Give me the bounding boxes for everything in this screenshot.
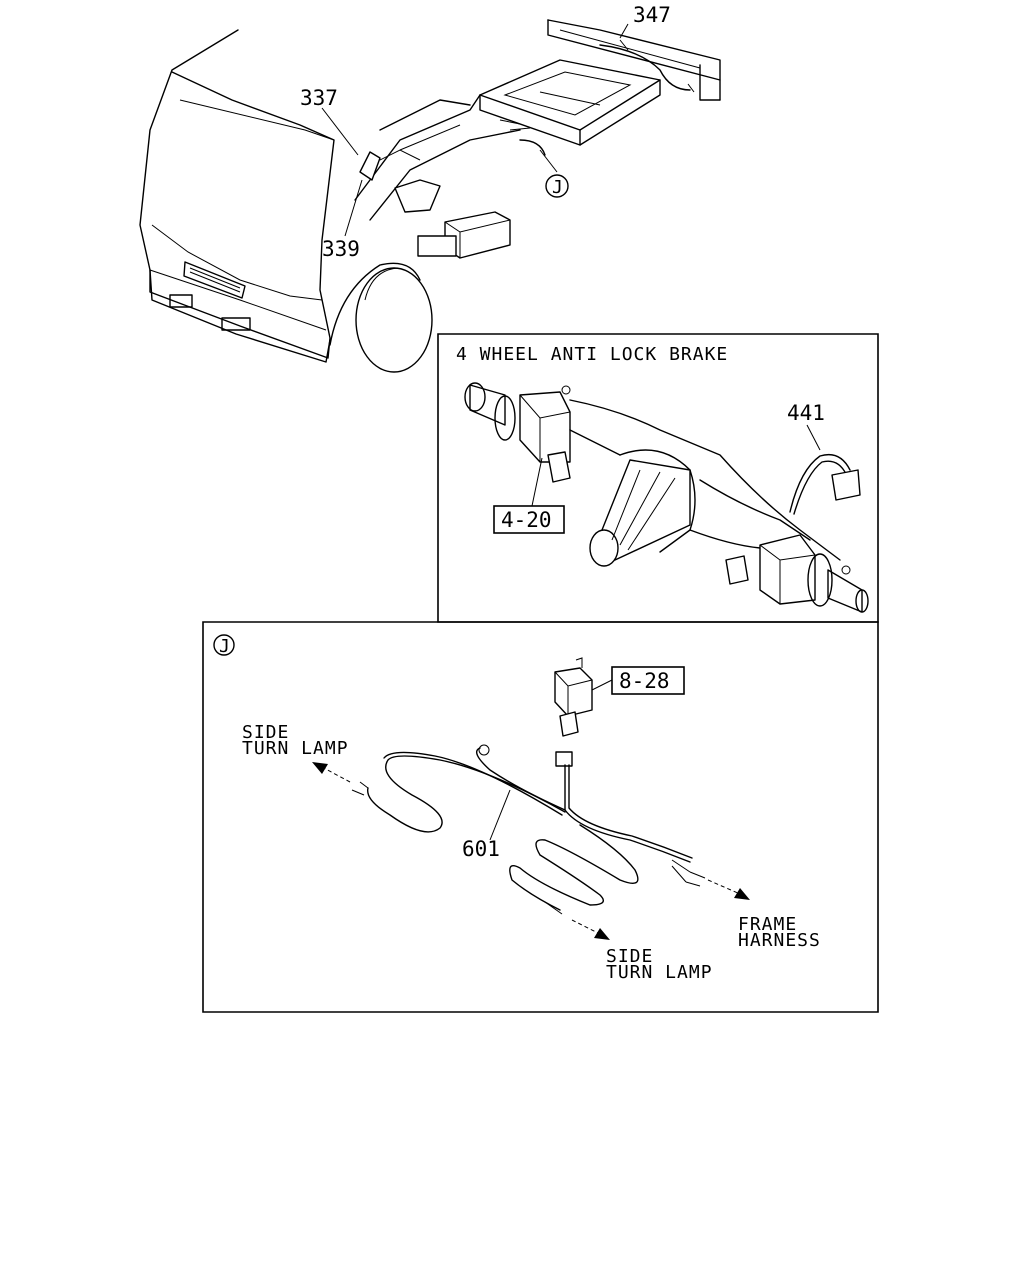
callout-337: 337 [300, 86, 338, 110]
callout-441: 441 [787, 401, 825, 425]
label-frame-harness-line1: FRAME [738, 914, 797, 935]
label-side-turn-lamp-left-line2: TURN LAMP [242, 738, 349, 759]
label-side-turn-lamp-right-line1: SIDE [606, 946, 653, 967]
svg-text:J: J [219, 636, 231, 657]
callout-339: 339 [322, 237, 360, 261]
harness-601-drawing [351, 744, 706, 915]
arrow-to-frame-harness [707, 879, 750, 900]
callout-4-20: 4-20 [501, 508, 552, 532]
detail-j-marker: J [213, 634, 235, 657]
callout-601: 601 [462, 837, 500, 861]
callout-8-28: 8-28 [619, 669, 670, 693]
label-frame-harness-line2: HARNESS [738, 930, 821, 951]
abs-panel-title: 4 WHEEL ANTI LOCK BRAKE [456, 344, 728, 365]
callout-j-marker: J [545, 174, 569, 198]
truck-overview [139, 19, 721, 373]
callout-347: 347 [633, 3, 671, 27]
label-side-turn-lamp-right-line2: TURN LAMP [606, 962, 713, 983]
detail-j-panel: J 8-28 [202, 621, 879, 1013]
label-side-turn-lamp-left-line1: SIDE [242, 722, 289, 743]
svg-text:J: J [552, 177, 564, 198]
abs-panel: 4 WHEEL ANTI LOCK BRAKE [437, 333, 879, 623]
arrow-to-right-side-turn-lamp [571, 919, 610, 940]
relay-drawing [554, 657, 593, 767]
rear-axle-drawing [464, 382, 869, 613]
arrow-to-left-side-turn-lamp [312, 762, 351, 783]
